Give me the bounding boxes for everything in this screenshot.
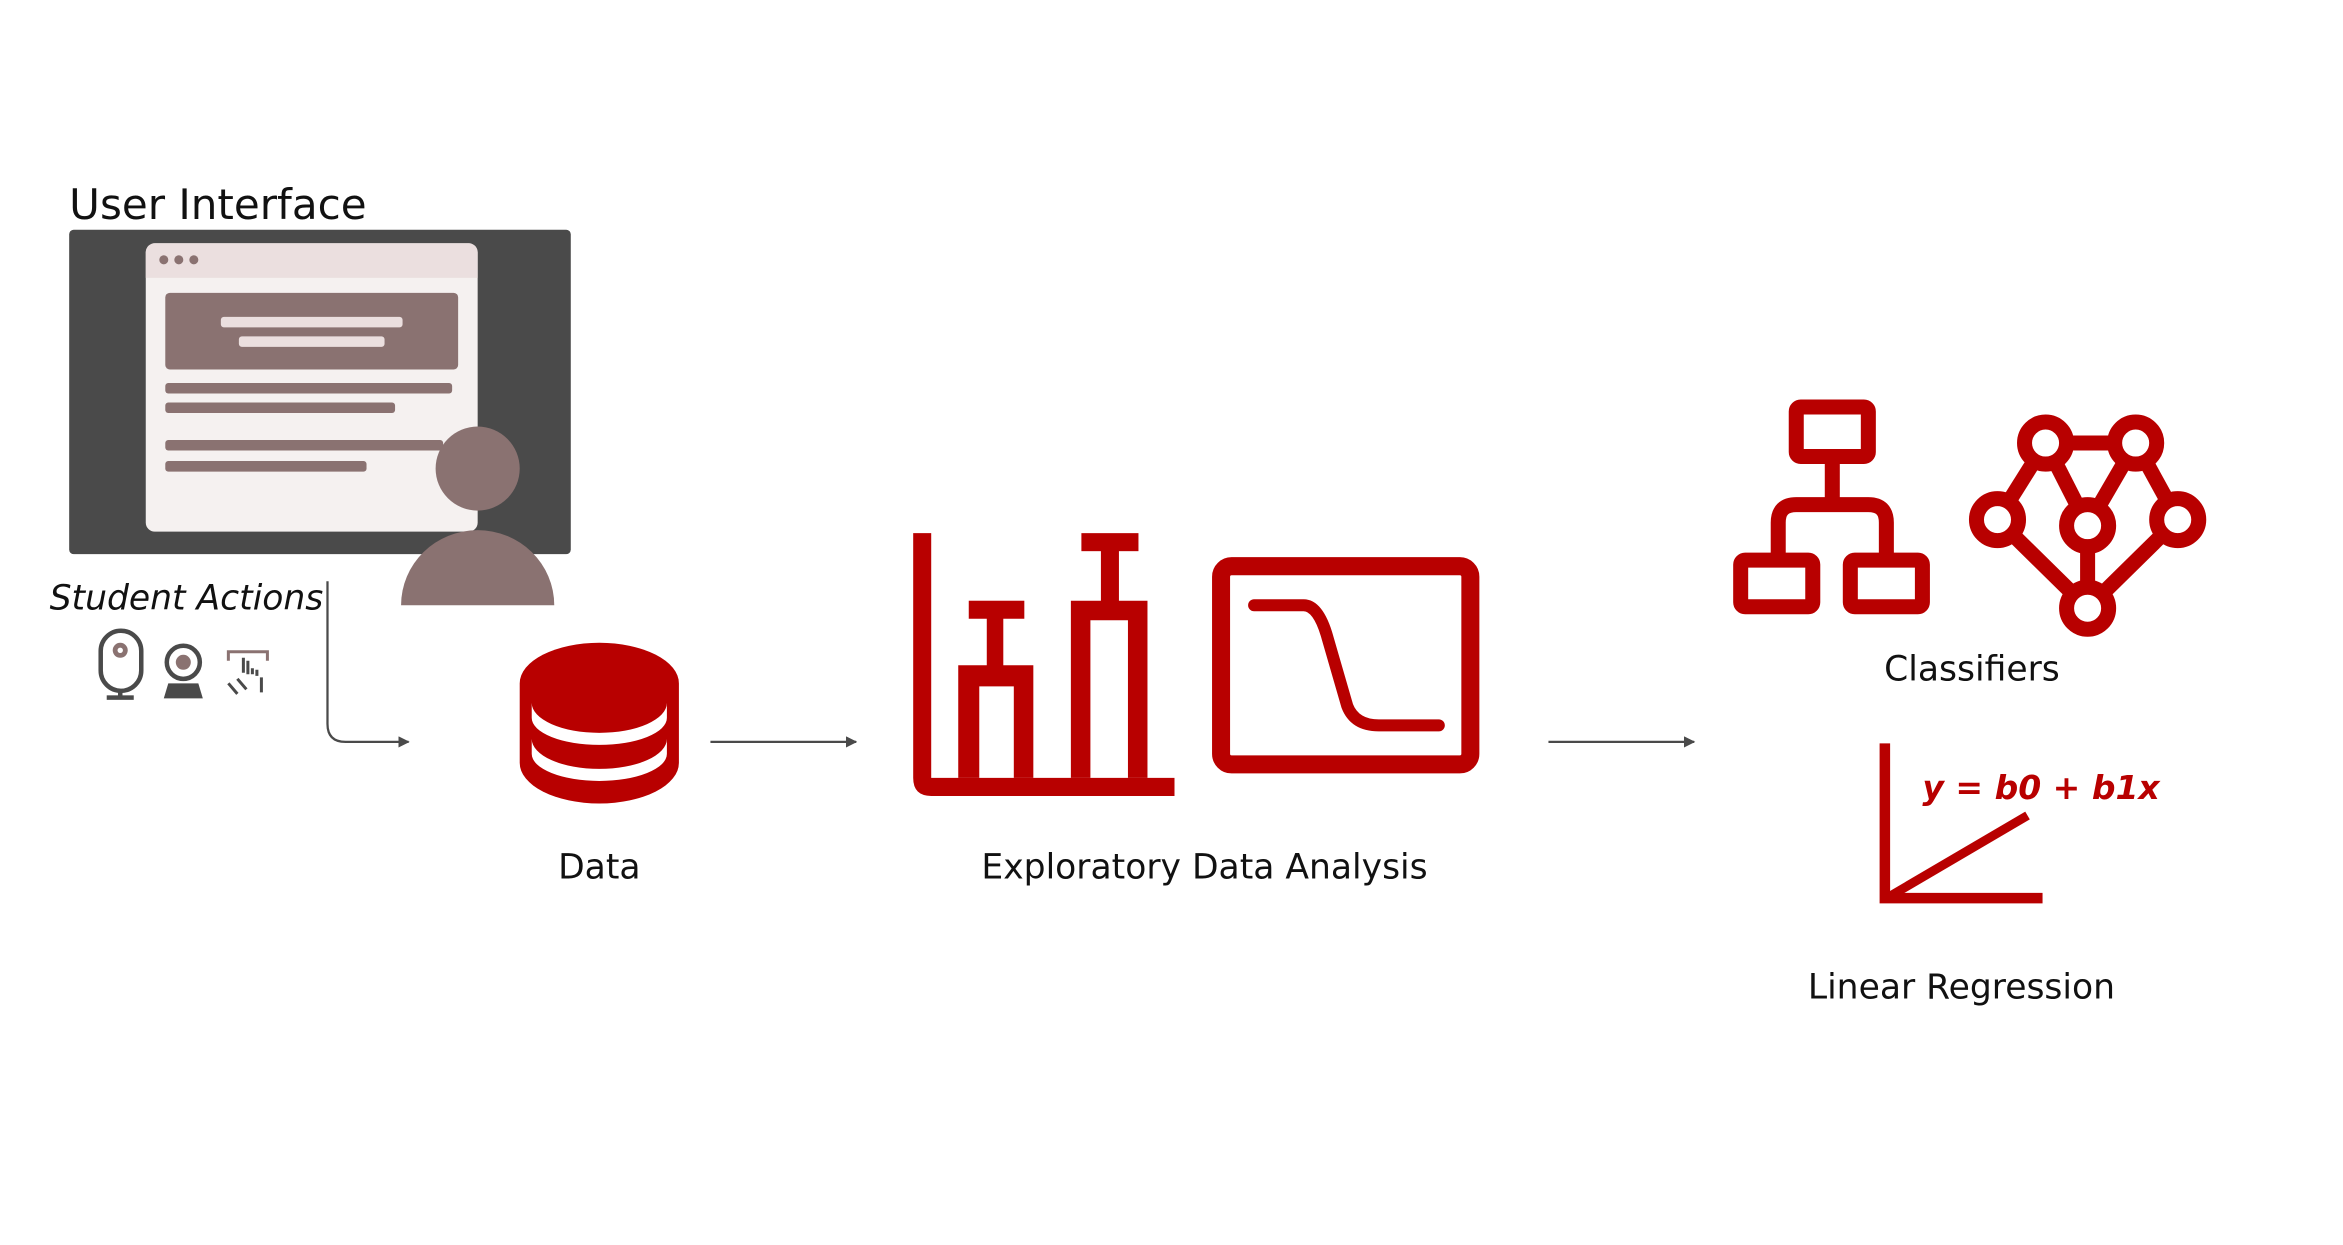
- database-icon: [519, 642, 679, 804]
- bar-chart-icon: [913, 533, 1175, 796]
- touch-click-icon: [226, 650, 269, 695]
- data-label: Data: [558, 848, 640, 888]
- person-icon: [401, 426, 555, 606]
- student-actions-connector: [326, 581, 410, 748]
- regression-equation: y = b0 + b1x: [1922, 768, 2161, 807]
- user-interface-title: User Interface: [69, 180, 366, 229]
- student-actions-label: Student Actions: [50, 579, 324, 619]
- curve-chart-icon: [1212, 557, 1480, 774]
- neural-network-icon: [1968, 414, 2207, 637]
- eda-label: Exploratory Data Analysis: [981, 848, 1427, 888]
- microphone-icon: [98, 628, 144, 700]
- regression-chart-icon: [1879, 743, 2043, 904]
- webcam-icon: [163, 643, 203, 699]
- monitor-illustration: [69, 229, 571, 555]
- decision-tree-icon: [1733, 399, 1930, 615]
- linear-regression-label: Linear Regression: [1808, 968, 2115, 1008]
- classifiers-label: Classifiers: [1884, 649, 2060, 689]
